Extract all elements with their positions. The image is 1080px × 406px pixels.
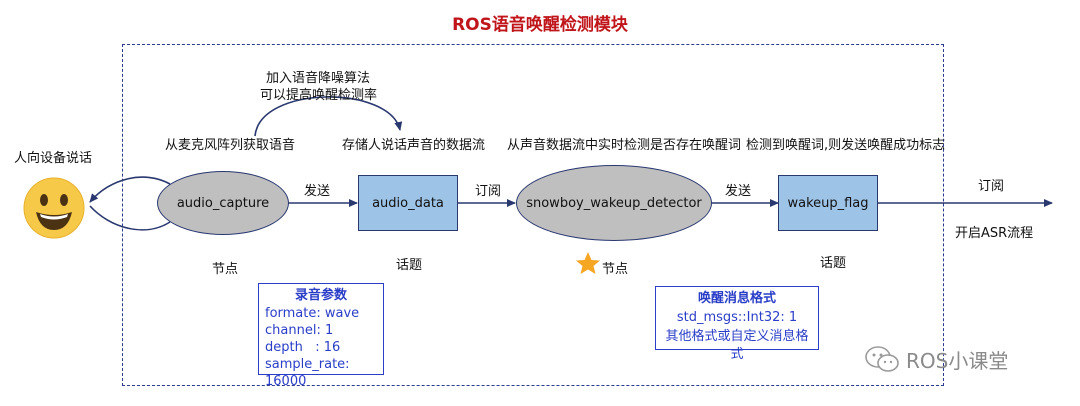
edge-subscribe-1: 订阅 <box>475 184 502 199</box>
type-label-node-2: 节点 <box>602 262 629 277</box>
topic-wakeup-flag: wakeup_flag <box>778 175 878 231</box>
type-label-topic-1: 话题 <box>396 258 423 273</box>
star-icon <box>576 252 600 274</box>
capture-loop-top <box>89 176 171 203</box>
asr-label: 开启ASR流程 <box>955 226 1034 241</box>
edge-publish-2: 发送 <box>725 184 752 199</box>
record-param-line: sample_rate: 16000 <box>265 357 350 389</box>
capture-loop-bottom <box>89 205 171 231</box>
capture-note: 从麦克风阵列获取语音 <box>165 138 296 153</box>
flag-note: 检测到唤醒词,则发送唤醒成功标志 <box>746 138 946 153</box>
wake-msg-line: std_msgs::Int32: 1 <box>676 310 798 325</box>
type-label-topic-2: 话题 <box>820 256 847 271</box>
record-param-line: channel: 1 <box>265 323 334 338</box>
detector-note: 从声音数据流中实时检测是否存在唤醒词 <box>507 138 742 153</box>
record-param-line: formate: wave <box>265 306 360 321</box>
wake-msg-title: 唤醒消息格式 <box>697 291 776 306</box>
node-snowboy-detector: snowboy_wakeup_detector <box>516 165 712 241</box>
node-audio-capture: audio_capture <box>157 171 289 235</box>
record-params-title: 录音参数 <box>294 288 347 303</box>
edge-publish-1: 发送 <box>304 184 331 199</box>
topic-audio-data: audio_data <box>358 175 458 231</box>
module-boundary <box>122 44 944 386</box>
edge-subscribe-2: 订阅 <box>978 179 1005 194</box>
wechat-icon <box>865 346 899 372</box>
wake-msg-line: 其他格式或自定义消息格式 <box>665 329 809 362</box>
arc-note-line1: 加入语音降噪算法 <box>266 71 371 86</box>
record-param-line: depth : 16 <box>265 340 341 355</box>
data-note: 存储人说话声音的数据流 <box>342 138 486 153</box>
wake-msg-box: 唤醒消息格式 std_msgs::Int32: 1 其他格式或自定义消息格式 <box>655 286 819 362</box>
smiley-face-icon <box>23 177 85 239</box>
speaker-label: 人向设备说话 <box>14 151 93 166</box>
denoise-arc <box>254 96 403 137</box>
record-params-box: 录音参数 formate: wave channel: 1 depth : 16… <box>258 283 384 389</box>
type-label-node-1: 节点 <box>212 262 239 277</box>
arc-note-line2: 可以提高唤醒检测率 <box>260 88 378 103</box>
watermark-text: ROS小课堂 <box>906 349 1009 373</box>
diagram-title: ROS语音唤醒检测模块 <box>452 15 628 35</box>
